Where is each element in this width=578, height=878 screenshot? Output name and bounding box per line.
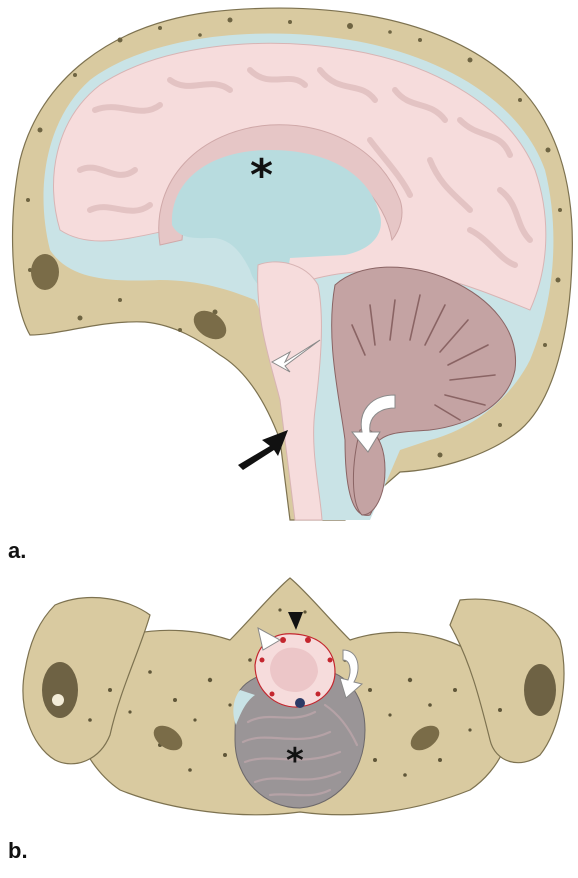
panel-b-label: b.	[8, 838, 28, 863]
cavity	[52, 694, 64, 706]
central-canal	[295, 698, 305, 708]
panel-a-sagittal: * a.	[8, 8, 572, 563]
black-arrow-icon	[238, 430, 288, 470]
panel-a-label: a.	[8, 538, 26, 563]
cavity	[42, 662, 78, 718]
panel-b-axial: * b.	[8, 578, 564, 863]
cavity	[524, 664, 556, 716]
panel-b-asterisk: *	[286, 741, 304, 781]
panel-a-asterisk: *	[250, 150, 273, 201]
sinus-spot	[31, 254, 59, 290]
